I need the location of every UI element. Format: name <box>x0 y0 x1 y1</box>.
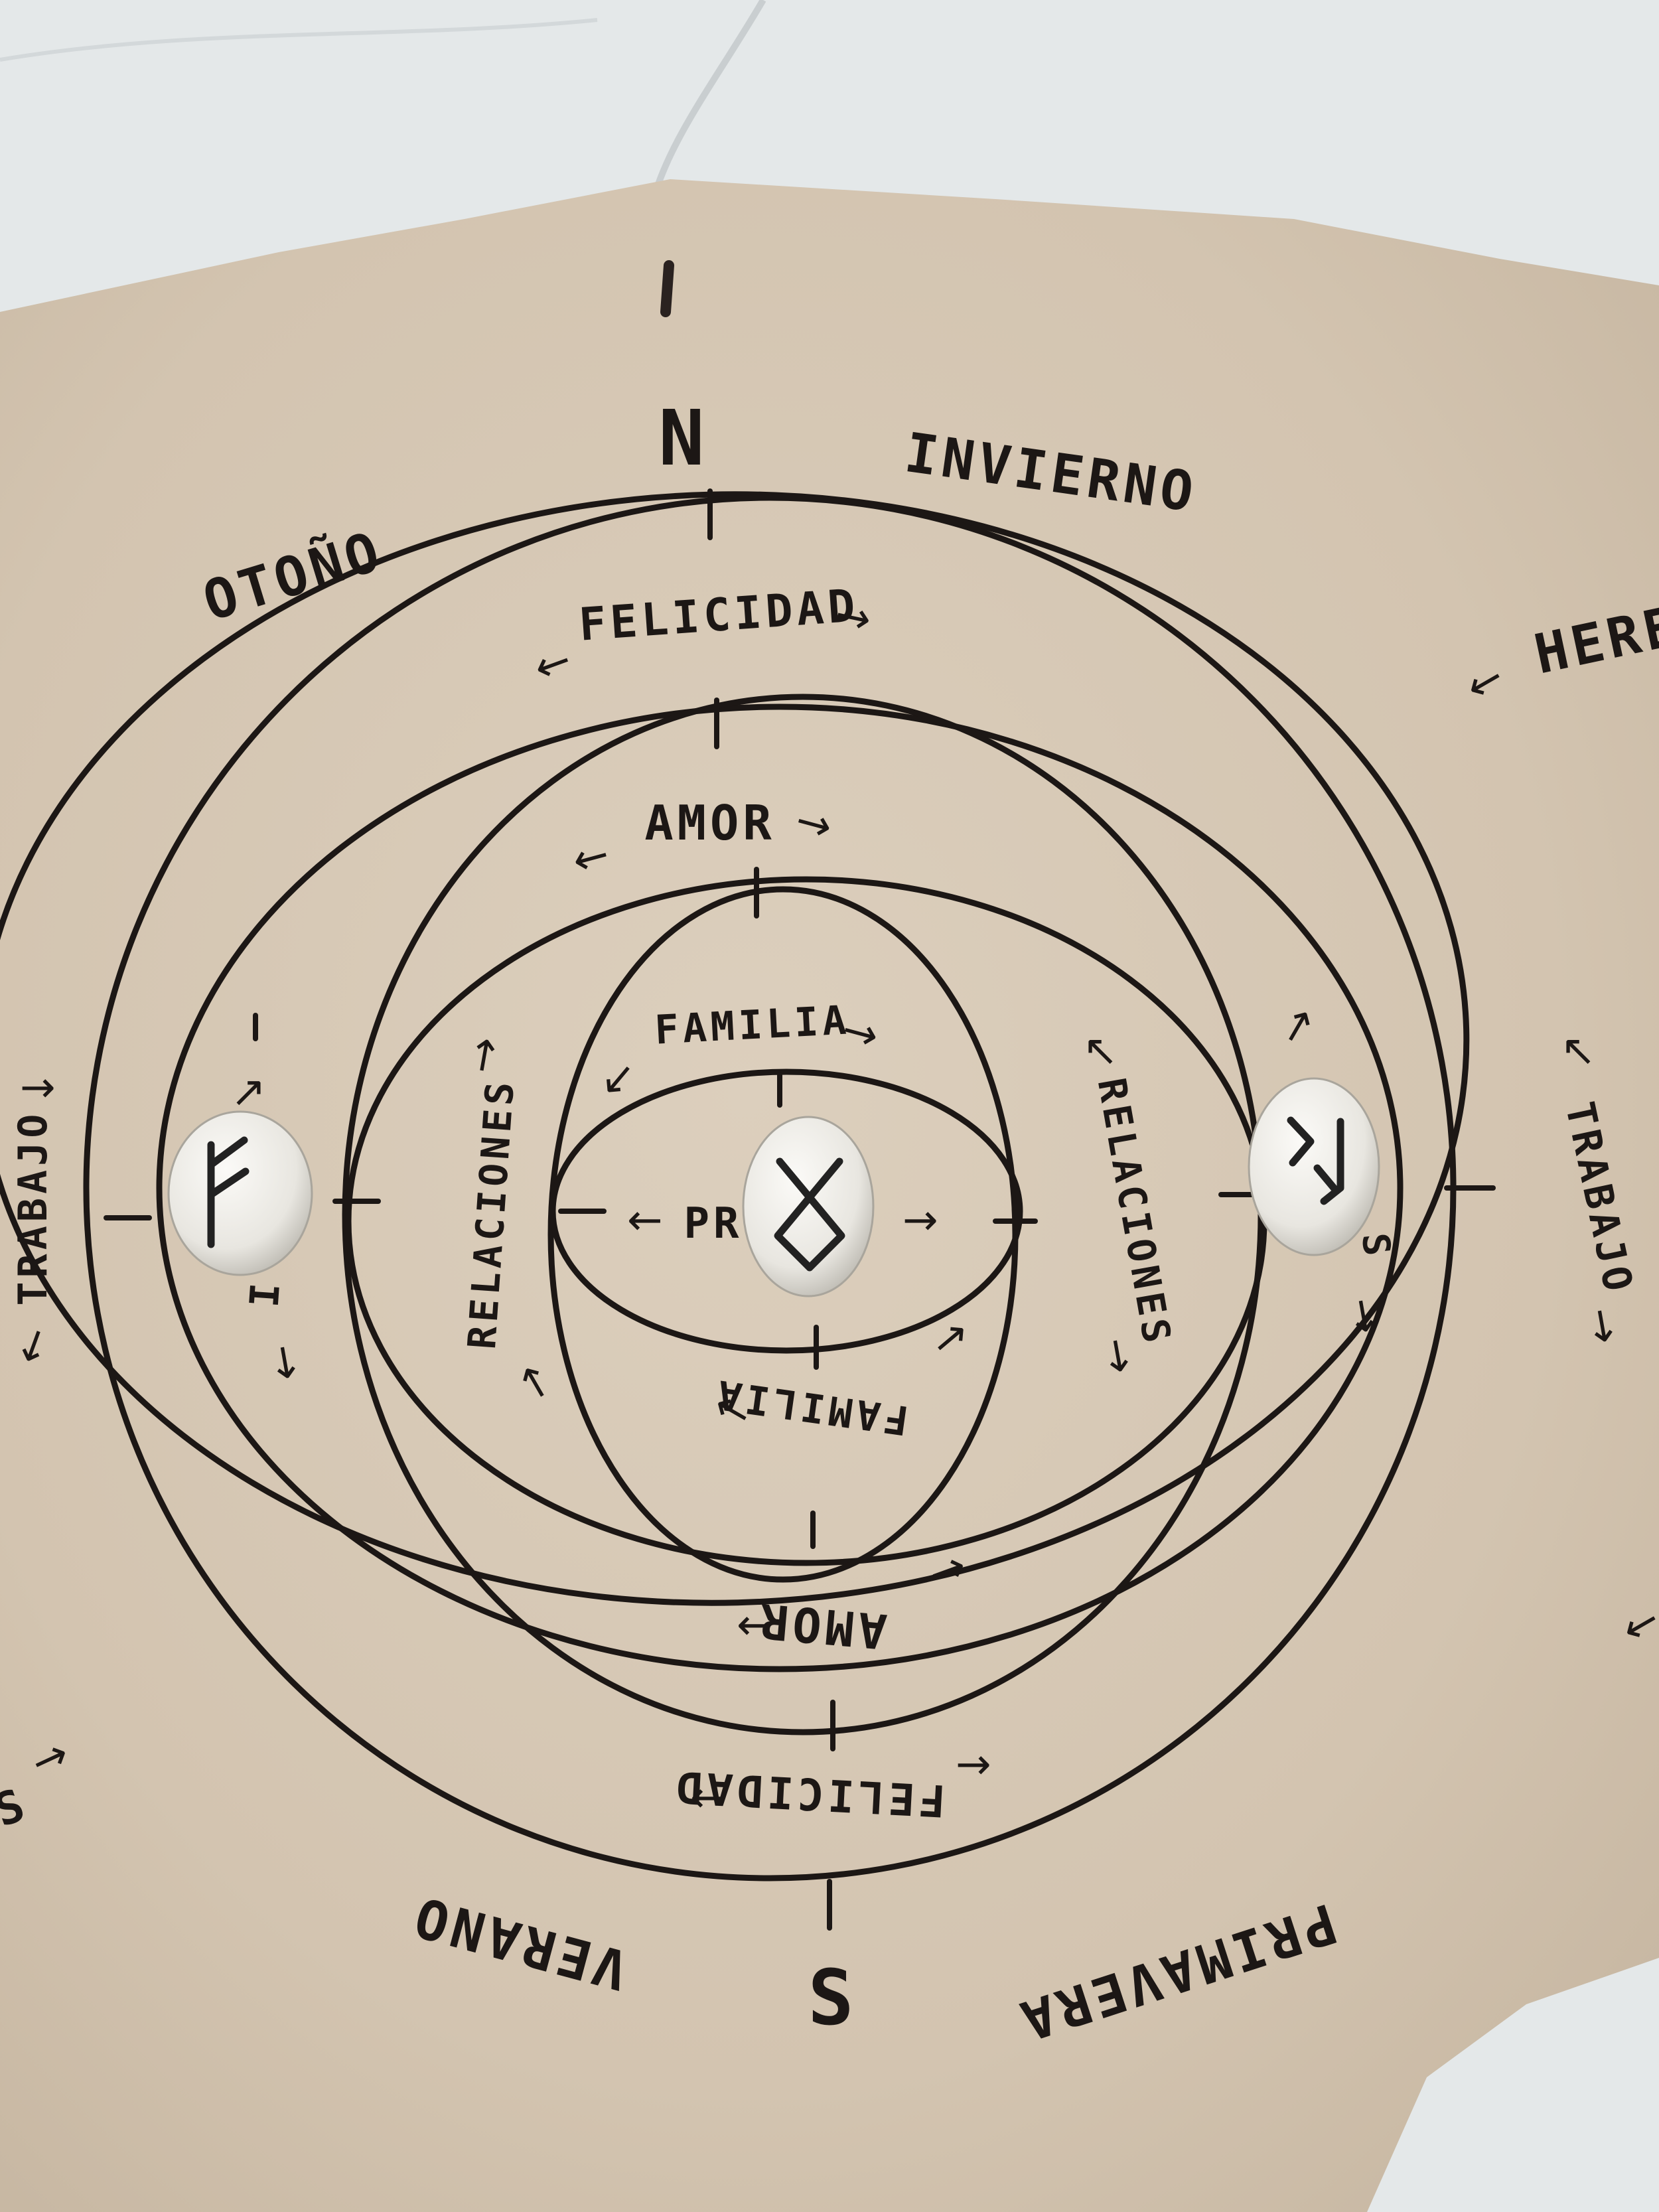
south-label: S <box>808 1954 857 2043</box>
marble-vein <box>0 18 598 62</box>
rune-stone-right[interactable] <box>1248 1077 1380 1256</box>
ring-inner-horizontal <box>549 1069 1023 1354</box>
left-label-partial: I <box>242 1278 290 1309</box>
ring-fourth <box>156 703 1404 1672</box>
jera-rune-icon <box>1287 1116 1344 1205</box>
svg-text:→: → <box>20 1063 56 1112</box>
fehu-rune-icon <box>207 1136 250 1248</box>
svg-text:→: → <box>956 1740 991 1789</box>
amor-label-bottom: AMOR <box>754 1592 889 1659</box>
svg-text:→: → <box>1336 1294 1391 1338</box>
svg-text:→: → <box>1091 1334 1145 1378</box>
svg-text:→: → <box>1575 1304 1630 1348</box>
othala-rune-icon <box>774 1157 845 1272</box>
svg-text:→: → <box>457 1033 511 1077</box>
svg-text:←: ← <box>737 1601 772 1650</box>
amor-label-top: AMOR <box>644 795 775 851</box>
north-label: N <box>658 394 708 483</box>
svg-text:←: ← <box>627 1196 663 1245</box>
center-label-partial: PR <box>684 1199 743 1248</box>
rune-stone-left[interactable] <box>167 1110 313 1276</box>
svg-text:←: ← <box>690 1773 726 1822</box>
svg-text:→: → <box>902 1196 938 1245</box>
parchment-slit <box>660 260 674 317</box>
rune-stone-center[interactable] <box>742 1116 875 1297</box>
familia-label-top: FAMILIA <box>654 997 851 1053</box>
trabajo-label-left: TRABAJO <box>10 1110 56 1306</box>
tick-marks <box>104 488 1496 1931</box>
right-label-partial: S <box>1353 1231 1399 1262</box>
svg-text:→: → <box>258 1341 313 1384</box>
